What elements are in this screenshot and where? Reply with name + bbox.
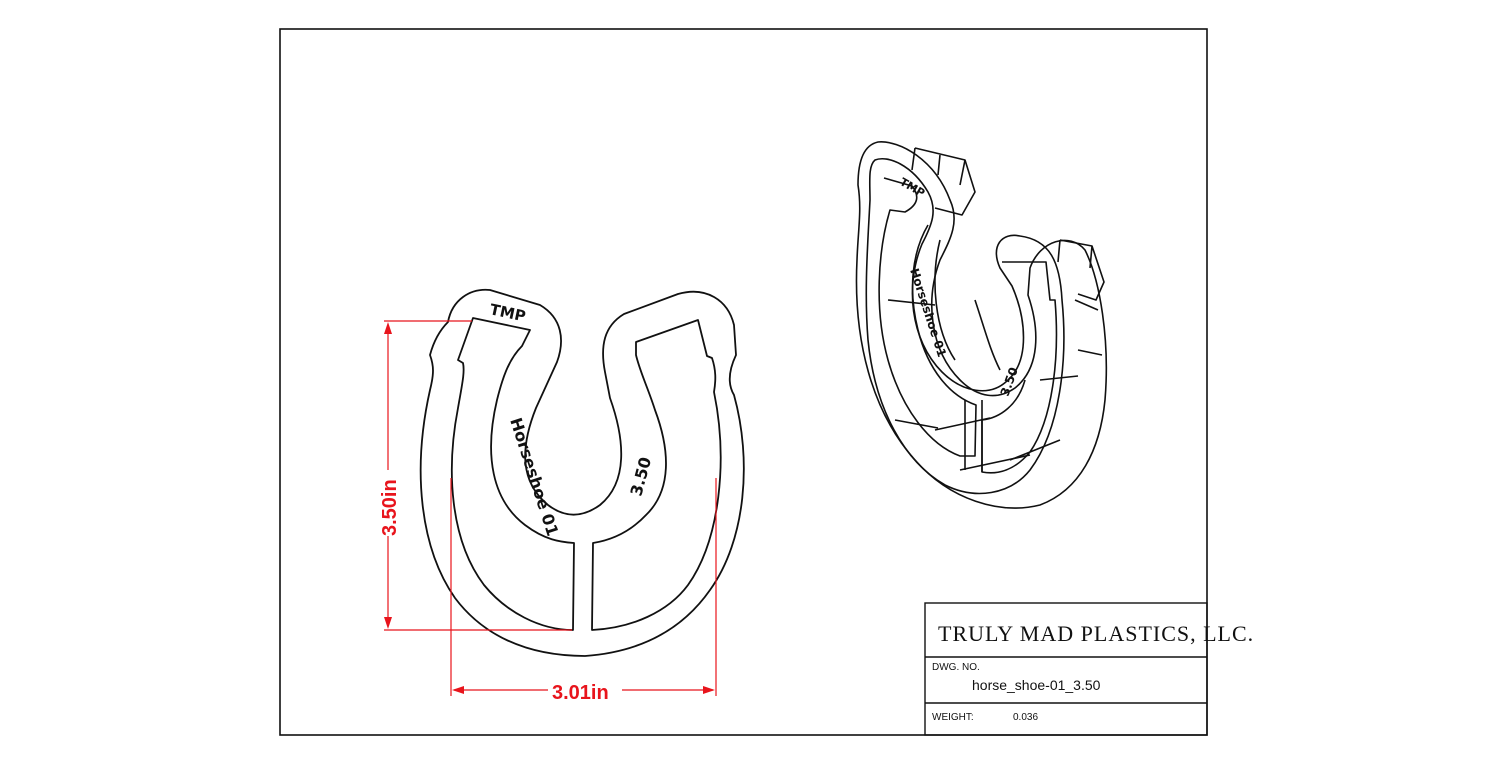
dwg-no-value: horse_shoe-01_3.50 [972,677,1101,693]
part-size-label: 3.50 [627,455,656,498]
width-dimension-value: 3.01in [552,682,609,704]
height-dimension-value: 3.50in [379,479,401,536]
weight-value: 0.036 [1013,712,1038,723]
isometric-view [855,141,1108,509]
title-block [924,602,1208,736]
part-name-label: Horseshoe 01 [506,415,562,538]
sheet-border [279,28,1208,736]
height-dimension [384,320,572,631]
horseshoe-inner-outline-right [591,319,722,631]
front-view [419,288,745,657]
company-name: TRULY MAD PLASTICS, LLC. [938,621,1254,646]
horseshoe-outer-outline [419,288,745,657]
width-dimension [450,478,717,696]
iso-maker-label: TMP [898,175,927,200]
dwg-no-label: DWG. NO. [932,662,980,673]
weight-label: WEIGHT: [932,712,974,723]
iso-part-size-label: 3.50 [998,365,1021,398]
